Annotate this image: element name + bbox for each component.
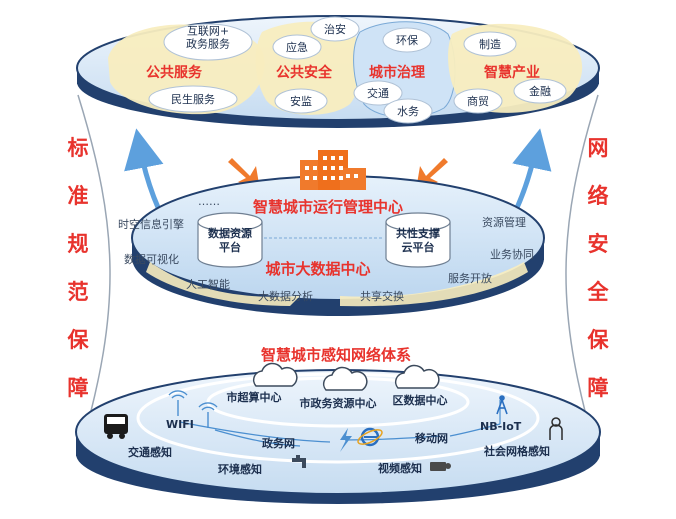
sector-title-smart-industry: 智慧产业 xyxy=(483,64,540,81)
label-business-collab: 业务协同 xyxy=(490,247,534,261)
wifi-tower-icon xyxy=(168,390,188,416)
network-labels: WIFI 政务网 移动网 NB-IoT xyxy=(166,418,522,450)
network-label-gov-net: 政务网 xyxy=(262,436,295,450)
label-ellipsis: …… xyxy=(198,195,220,208)
middle-titles: 智慧城市运行管理中心 城市大数据中心 xyxy=(253,198,403,278)
item-commerce: 商贸 xyxy=(467,94,489,108)
middle-capability-labels: …… 时空信息引擎 数据可视化 人工智能 大数据分析 共享交换 服务开放 业务协… xyxy=(118,195,534,303)
platform-labels: 数据资源平台 共性支撑云平台 xyxy=(208,226,440,254)
label-resource-mgmt: 资源管理 xyxy=(482,215,526,229)
label-visualization: 数据可视化 xyxy=(124,252,179,266)
side-label-standards: 标 准 规 范 保 障 xyxy=(58,138,98,426)
bus-icon xyxy=(104,414,128,439)
item-traffic: 交通 xyxy=(367,86,389,100)
sensing-label-video: 视频感知 xyxy=(378,461,422,475)
nb-iot-antenna-icon xyxy=(496,395,508,415)
sensing-label-traffic: 交通感知 xyxy=(128,445,172,459)
platform-common-support: 共性支撑云平台 xyxy=(396,226,440,254)
top-item-labels: 互联网+政务服务 民生服务 治安 应急 安监 环保 交通 水务 制造 商贸 金融 xyxy=(171,22,551,118)
sector-title-public-safety: 公共安全 xyxy=(276,64,333,81)
cloud-label-district-dc: 区数据中心 xyxy=(393,393,448,407)
label-service-open: 服务开放 xyxy=(448,271,492,285)
building-icon xyxy=(300,150,366,190)
side-char: 全 xyxy=(587,280,609,304)
item-emergency: 应急 xyxy=(286,40,308,54)
data-center-title: 城市大数据中心 xyxy=(265,260,370,278)
item-public-order: 治安 xyxy=(324,22,346,36)
side-char: 准 xyxy=(67,184,89,208)
sensing-labels: 交通感知 环境感知 视频感知 社会网格感知 xyxy=(128,444,550,476)
network-label-nbiot: NB-IoT xyxy=(480,420,522,433)
side-char: 保 xyxy=(587,328,609,352)
sector-title-public-service: 公共服务 xyxy=(146,64,203,81)
cloud-icon xyxy=(322,366,368,391)
side-char: 络 xyxy=(587,184,609,208)
item-work-safety: 安监 xyxy=(290,94,312,108)
top-sector-labels: 公共服务 公共安全 城市治理 智慧产业 xyxy=(146,64,540,81)
network-label-mobile: 移动网 xyxy=(415,431,448,445)
side-char: 网 xyxy=(587,136,609,160)
sector-title-city-governance: 城市治理 xyxy=(369,64,425,81)
side-char: 规 xyxy=(67,232,89,256)
side-char: 标 xyxy=(67,136,89,160)
cloud-icon xyxy=(252,362,298,387)
side-char: 保 xyxy=(67,328,89,352)
connector-curves xyxy=(77,94,599,446)
database-left-icon xyxy=(197,212,263,268)
sensing-label-social-grid: 社会网格感知 xyxy=(483,444,550,458)
item-finance: 金融 xyxy=(529,84,551,98)
lightning-icon xyxy=(340,428,352,452)
item-water: 水务 xyxy=(397,105,419,118)
label-spatiotemporal: 时空信息引擎 xyxy=(118,217,184,231)
cloud-label-gov-resources: 市政务资源中心 xyxy=(300,396,377,410)
ie-browser-icon xyxy=(357,427,383,447)
person-icon xyxy=(549,417,563,440)
wifi-router-icon xyxy=(198,402,218,428)
platform-data-resource: 数据资源平台 xyxy=(208,226,252,254)
network-label-wifi: WIFI xyxy=(166,418,194,431)
top-item-bubbles xyxy=(148,16,567,124)
database-right-icon xyxy=(385,212,451,268)
item-internet-gov: 互联网+政务服务 xyxy=(186,25,230,51)
bottom-layer-disk xyxy=(75,369,601,504)
cloud-icon xyxy=(394,364,440,389)
cloud-icons xyxy=(252,362,440,391)
camera-icon xyxy=(430,462,451,471)
item-manufacturing: 制造 xyxy=(479,37,501,51)
label-ai: 人工智能 xyxy=(186,277,230,291)
middle-layer-disk xyxy=(131,175,545,316)
label-big-data-analysis: 大数据分析 xyxy=(258,289,313,303)
side-label-network-security: 网 络 安 全 保 障 xyxy=(578,138,618,426)
side-char: 安 xyxy=(587,232,609,256)
water-tap-icon xyxy=(292,455,306,468)
cloud-label-supercomputing: 市超算中心 xyxy=(227,390,282,404)
cloud-labels: 市超算中心 市政务资源中心 区数据中心 xyxy=(227,390,448,410)
ops-center-title: 智慧城市运行管理中心 xyxy=(253,198,403,216)
item-environment: 环保 xyxy=(396,33,418,47)
sensing-label-environment: 环境感知 xyxy=(218,462,262,476)
side-char: 障 xyxy=(67,376,89,400)
bottom-layer-title: 智慧城市感知网络体系 xyxy=(261,346,411,364)
item-livelihood: 民生服务 xyxy=(171,92,215,106)
side-char: 障 xyxy=(587,376,609,400)
side-char: 范 xyxy=(67,280,89,304)
label-sharing-exchange: 共享交换 xyxy=(360,289,404,303)
